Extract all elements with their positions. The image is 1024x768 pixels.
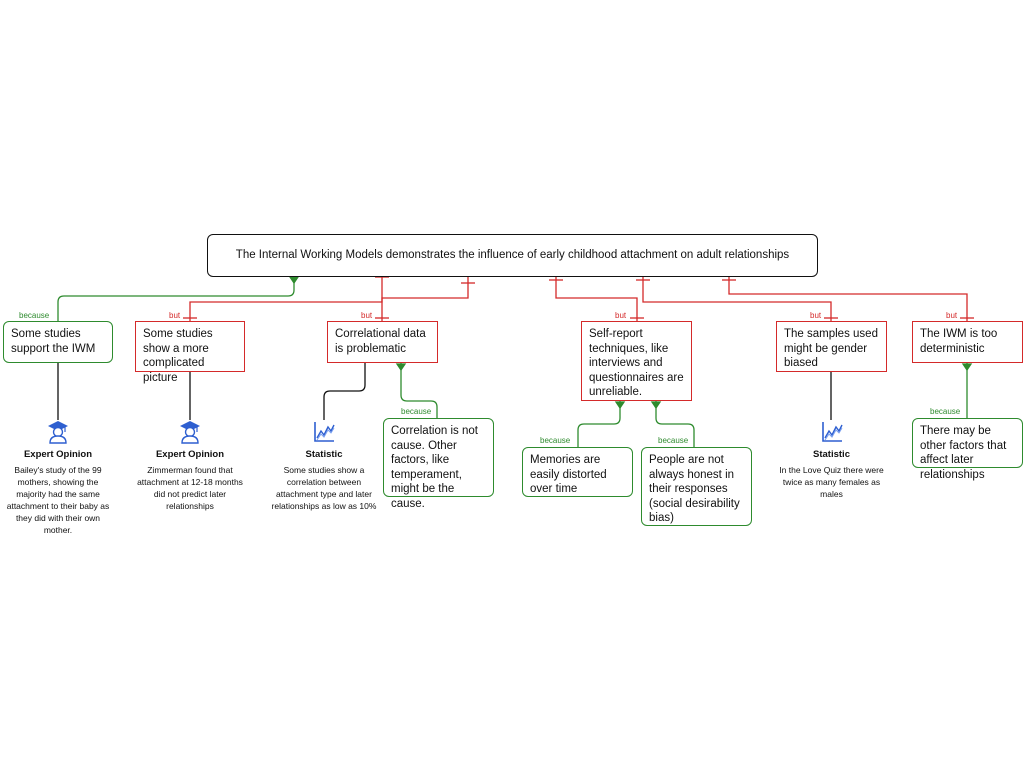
statistic-icon (314, 422, 335, 442)
objection-complicated[interactable]: Some studies show a more complicated pic… (135, 321, 245, 384)
objection-complicated-text: Some studies show a more complicated pic… (143, 328, 213, 384)
objection-correlational-text: Correlational data is problematic (335, 328, 426, 355)
evidence-bailey[interactable]: Expert Opinion Bailey's study of the 99 … (3, 420, 113, 536)
evidence-zimmerman[interactable]: Expert Opinion Zimmerman found that atta… (135, 420, 245, 512)
objection-deterministic-text: The IWM is too deterministic (920, 328, 998, 355)
because-label: because (930, 407, 961, 416)
because-label: because (658, 436, 689, 445)
reason-honest-text: People are not always honest in their re… (649, 454, 740, 524)
link-claim-objections (183, 276, 974, 321)
evidence-type: Statistic (813, 449, 850, 460)
because-label: because (540, 436, 571, 445)
link-claim-support (57, 276, 300, 321)
expert-opinion-icon (180, 421, 200, 444)
evidence-text: Bailey's study of the 99 mothers, showin… (6, 465, 110, 535)
main-claim[interactable]: The Internal Working Models demonstrates… (207, 234, 818, 277)
evidence-text: Some studies show a correlation between … (271, 465, 377, 511)
evidence-text: In the Love Quiz there were twice as man… (779, 465, 884, 499)
evidence-correlation-stat[interactable]: Statistic Some studies show a correlatio… (269, 420, 379, 512)
evidence-type: Statistic (305, 449, 343, 460)
reason-other-factors[interactable]: There may be other factors that affect l… (912, 418, 1023, 481)
evidence-text: Zimmerman found that attachment at 12-18… (137, 465, 243, 511)
because-label: because (19, 311, 50, 320)
reason-memories[interactable]: Memories are easily distorted over time (522, 447, 633, 497)
reason-other-factors-text: There may be other factors that affect l… (920, 425, 1007, 481)
reason-correlation-cause-text: Correlation is not cause. Other factors,… (391, 425, 478, 510)
reason-correlation-cause[interactable]: Correlation is not cause. Other factors,… (383, 418, 494, 510)
evidence-love-quiz[interactable]: Statistic In the Love Quiz there were tw… (776, 420, 887, 500)
objection-gender[interactable]: The samples used might be gender biased (776, 321, 887, 372)
statistic-icon (821, 422, 843, 442)
but-label: but (810, 311, 822, 320)
reason-memories-text: Memories are easily distorted over time (530, 454, 607, 495)
objection-deterministic[interactable]: The IWM is too deterministic (912, 321, 1023, 363)
link-sub-reasons (395, 363, 973, 447)
expert-opinion-icon (48, 421, 68, 444)
link-evidence (57, 363, 832, 420)
reason-support[interactable]: Some studies support the IWM (3, 321, 113, 363)
but-label: but (169, 311, 181, 320)
but-label: but (946, 311, 958, 320)
but-label: but (615, 311, 627, 320)
main-claim-text: The Internal Working Models demonstrates… (235, 249, 790, 261)
objection-self-report[interactable]: Self-report techniques, like interviews … (581, 321, 692, 401)
evidence-type: Expert Opinion (155, 449, 225, 460)
reason-support-text: Some studies support the IWM (11, 328, 96, 355)
because-label: because (401, 407, 432, 416)
objection-correlational[interactable]: Correlational data is problematic (327, 321, 438, 363)
but-label: but (361, 311, 373, 320)
objection-gender-text: The samples used might be gender biased (784, 328, 878, 369)
evidence-type: Expert Opinion (23, 449, 93, 460)
objection-self-report-text: Self-report techniques, like interviews … (589, 328, 684, 398)
reason-honest[interactable]: People are not always honest in their re… (641, 447, 752, 526)
